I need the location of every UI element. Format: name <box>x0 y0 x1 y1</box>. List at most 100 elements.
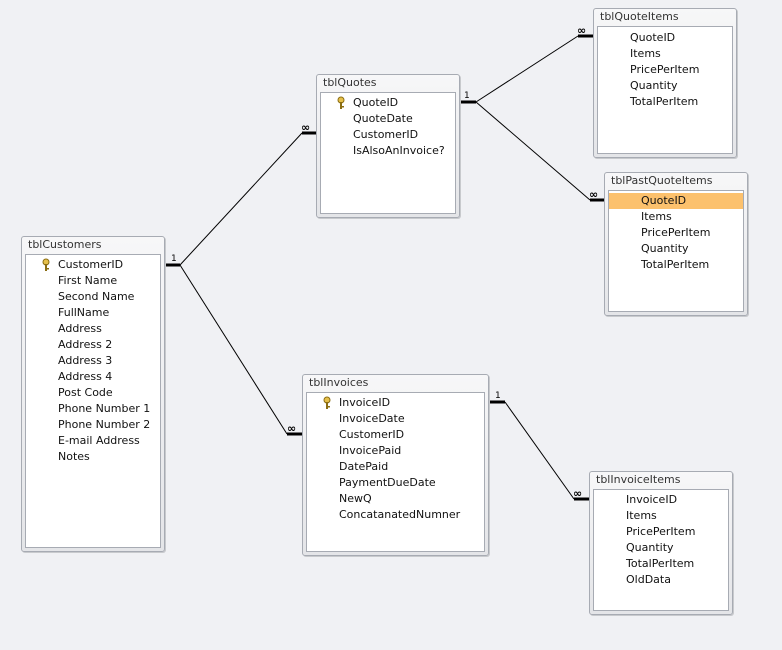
field-item[interactable]: Second Name <box>26 289 160 305</box>
many-label: ∞ <box>301 121 310 134</box>
many-label: ∞ <box>577 24 586 37</box>
field-item[interactable]: E-mail Address <box>26 433 160 449</box>
field-item[interactable]: TotalPerItem <box>594 556 728 572</box>
field-item[interactable]: Address 2 <box>26 337 160 353</box>
field-item[interactable]: Quantity <box>598 78 732 94</box>
table-pastquoteitems[interactable]: tblPastQuoteItems QuoteID Items PricePer… <box>604 172 748 316</box>
field-label: Address 2 <box>58 338 113 351</box>
field-label: CustomerID <box>339 428 405 441</box>
table-quotes[interactable]: tblQuotes QuoteID QuoteDate CustomerID I… <box>316 74 460 218</box>
field-label: QuoteID <box>353 96 399 109</box>
relationship-invoices-invoiceitems[interactable]: 1 ∞ <box>489 391 590 501</box>
field-label: Address 4 <box>58 370 113 383</box>
field-item[interactable]: QuoteID <box>598 30 732 46</box>
many-label: ∞ <box>287 422 296 435</box>
relationship-quotes-pastquoteitems[interactable]: ∞ <box>475 101 605 202</box>
field-item[interactable]: Address 3 <box>26 353 160 369</box>
field-label: E-mail Address <box>58 434 140 447</box>
field-item[interactable]: QuoteID <box>321 95 455 111</box>
field-label: PricePerItem <box>641 226 711 239</box>
field-item[interactable]: Items <box>609 209 743 225</box>
field-label: TotalPerItem <box>641 258 710 271</box>
field-item[interactable]: Quantity <box>594 540 728 556</box>
relationship-customers-quotes[interactable]: 1 ∞ <box>165 121 317 267</box>
field-item[interactable]: TotalPerItem <box>598 94 732 110</box>
field-label: CustomerID <box>58 258 124 271</box>
table-title[interactable]: tblCustomers <box>28 238 102 251</box>
field-item[interactable]: InvoiceID <box>594 492 728 508</box>
table-invoices[interactable]: tblInvoices InvoiceID InvoiceDate Custom… <box>302 374 489 556</box>
field-item[interactable]: Address <box>26 321 160 337</box>
field-label: FullName <box>58 306 110 319</box>
table-title[interactable]: tblPastQuoteItems <box>611 174 713 187</box>
field-label: First Name <box>58 274 118 287</box>
table-title[interactable]: tblInvoiceItems <box>596 473 681 486</box>
field-label: PaymentDueDate <box>339 476 436 489</box>
field-label: Items <box>630 47 661 60</box>
many-label: ∞ <box>589 188 598 201</box>
field-item-selected[interactable]: QuoteID <box>609 193 743 209</box>
field-label: Items <box>641 210 672 223</box>
field-item[interactable]: DatePaid <box>307 459 484 475</box>
field-item[interactable]: IsAlsoAnInvoice? <box>321 143 455 159</box>
table-title[interactable]: tblQuotes <box>323 76 377 89</box>
field-item[interactable]: OldData <box>594 572 728 588</box>
field-label: Address 3 <box>58 354 113 367</box>
field-list[interactable]: QuoteID Items PricePerItem Quantity Tota… <box>608 190 744 312</box>
field-item[interactable]: TotalPerItem <box>609 257 743 273</box>
table-customers[interactable]: tblCustomers CustomerID First Name Secon… <box>21 236 165 552</box>
field-item[interactable]: Quantity <box>609 241 743 257</box>
field-label: IsAlsoAnInvoice? <box>353 144 445 157</box>
field-label: Post Code <box>58 386 113 399</box>
table-title[interactable]: tblInvoices <box>309 376 369 389</box>
field-label: Address <box>58 322 102 335</box>
field-item[interactable]: ConcatanatedNumner <box>307 507 484 523</box>
field-item[interactable]: PaymentDueDate <box>307 475 484 491</box>
field-label: InvoicePaid <box>339 444 402 457</box>
field-item[interactable]: Address 4 <box>26 369 160 385</box>
field-label: QuoteDate <box>353 112 413 125</box>
field-list[interactable]: InvoiceID Items PricePerItem Quantity To… <box>593 489 729 611</box>
field-item[interactable]: FullName <box>26 305 160 321</box>
table-invoiceitems[interactable]: tblInvoiceItems InvoiceID Items PricePer… <box>589 471 733 615</box>
field-item[interactable]: PricePerItem <box>598 62 732 78</box>
field-item[interactable]: First Name <box>26 273 160 289</box>
field-item[interactable]: Phone Number 1 <box>26 401 160 417</box>
field-label: QuoteID <box>630 31 676 44</box>
field-item[interactable]: InvoicePaid <box>307 443 484 459</box>
field-item[interactable]: CustomerID <box>26 257 160 273</box>
field-item[interactable]: QuoteDate <box>321 111 455 127</box>
field-label: InvoiceID <box>339 396 391 409</box>
field-item[interactable]: Post Code <box>26 385 160 401</box>
field-list[interactable]: QuoteID QuoteDate CustomerID IsAlsoAnInv… <box>320 92 456 214</box>
field-item[interactable]: InvoiceDate <box>307 411 484 427</box>
field-label: Second Name <box>58 290 135 303</box>
field-list[interactable]: CustomerID First Name Second Name FullNa… <box>25 254 161 548</box>
field-label: DatePaid <box>339 460 389 473</box>
table-quoteitems[interactable]: tblQuoteItems QuoteID Items PricePerItem… <box>593 8 737 158</box>
field-item[interactable]: Phone Number 2 <box>26 417 160 433</box>
field-item[interactable]: PricePerItem <box>609 225 743 241</box>
field-item[interactable]: Items <box>598 46 732 62</box>
field-list[interactable]: QuoteID Items PricePerItem Quantity Tota… <box>597 26 733 154</box>
field-item[interactable]: NewQ <box>307 491 484 507</box>
field-label: TotalPerItem <box>630 95 699 108</box>
field-label: PricePerItem <box>630 63 700 76</box>
field-label: ConcatanatedNumner <box>339 508 461 521</box>
field-list[interactable]: InvoiceID InvoiceDate CustomerID Invoice… <box>306 392 485 552</box>
field-item[interactable]: PricePerItem <box>594 524 728 540</box>
table-title[interactable]: tblQuoteItems <box>600 10 679 23</box>
field-label: QuoteID <box>641 194 687 207</box>
relationship-customers-invoices[interactable]: ∞ <box>179 264 303 436</box>
field-item[interactable]: Notes <box>26 449 160 465</box>
relationship-quotes-quoteitems[interactable]: 1 ∞ <box>460 24 594 104</box>
field-item[interactable]: InvoiceID <box>307 395 484 411</box>
field-item[interactable]: CustomerID <box>307 427 484 443</box>
field-label: Notes <box>58 450 90 463</box>
field-label: Quantity <box>641 242 689 255</box>
many-label: ∞ <box>573 487 582 500</box>
field-label: Items <box>626 509 657 522</box>
field-item[interactable]: CustomerID <box>321 127 455 143</box>
field-item[interactable]: Items <box>594 508 728 524</box>
